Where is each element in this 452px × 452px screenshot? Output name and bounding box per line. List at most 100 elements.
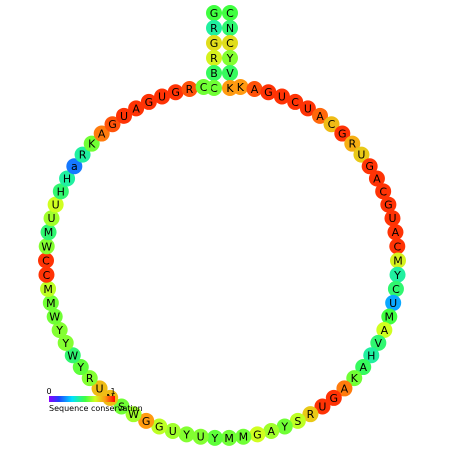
legend-colorbar (49, 396, 115, 402)
nucleotide-circle (323, 116, 340, 133)
nucleotide-letter: C (291, 96, 299, 109)
nucleotide-letter: U (96, 382, 104, 395)
nucleotide-letter: C (210, 82, 218, 95)
nucleotide-circle (57, 334, 74, 351)
nucleotide-letter: Y (211, 432, 219, 445)
nucleotide-circle (47, 196, 64, 213)
nucleotide-stem-5prime: B (206, 65, 222, 81)
nucleotide-circle (64, 347, 81, 364)
nucleotide-letter: N (226, 22, 234, 35)
nucleotide-letter: S (294, 415, 301, 428)
nucleotide-circle (195, 78, 212, 95)
nucleotide-loop: K (346, 370, 363, 387)
nucleotide-loop: U (273, 88, 290, 105)
nucleotide-loop: U (91, 380, 108, 397)
nucleotide-letter: G (171, 86, 180, 99)
nucleotide-circle (221, 429, 238, 446)
nucleotide-loop: Y (206, 429, 223, 446)
nucleotide-stem-5prime: G (206, 35, 222, 51)
nucleotide-circle (235, 428, 252, 445)
nucleotide-circle (93, 125, 110, 142)
nucleotide-circle (380, 196, 397, 213)
nucleotide-loop: Y (57, 334, 74, 351)
nucleotide-loop: G (260, 84, 277, 101)
nucleotide-letter: U (169, 425, 177, 438)
nucleotide-circle (72, 359, 89, 376)
nucleotide-letter: S (118, 401, 125, 414)
nucleotide-circle (232, 78, 249, 95)
nucleotide-letter: R (210, 52, 218, 65)
nucleotide-loop: U (47, 196, 64, 213)
nucleotide-circle (138, 412, 155, 429)
nucleotide-loop: A (93, 125, 110, 142)
nucleotide-circle (273, 88, 290, 105)
nucleotide-loop: C (287, 93, 304, 110)
nucleotide-circle (336, 380, 353, 397)
nucleotide-circle (222, 35, 238, 51)
nucleotide-loop: A (336, 380, 353, 397)
legend-min-label: 0 (46, 387, 51, 396)
nucleotide-circle (206, 35, 222, 51)
nucleotide-letter: A (359, 361, 367, 374)
nucleotide-loop: a (66, 158, 83, 175)
nucleotide-loop: W (46, 308, 63, 325)
nucleotide-circle (222, 20, 238, 36)
nucleotide-circle (314, 398, 331, 415)
nucleotide-letter: A (316, 110, 324, 123)
nucleotide-letter: M (224, 432, 234, 445)
nucleotide-letter: H (63, 173, 71, 186)
nucleotide-letter: M (44, 226, 54, 239)
nucleotide-circle (46, 308, 63, 325)
nucleotide-letter: G (253, 428, 262, 441)
nucleotide-circle (167, 84, 184, 101)
nucleotide-circle (385, 294, 402, 311)
nucleotide-letter: U (318, 401, 326, 414)
nucleotide-circle (287, 93, 304, 110)
nucleotide-circle (355, 359, 372, 376)
nucleotide-letter: A (392, 226, 400, 239)
nucleotide-loop: G (140, 93, 157, 110)
nucleotide-loop: A (263, 422, 280, 439)
nucleotide-letter: W (128, 408, 139, 421)
nucleotide-circle (42, 294, 59, 311)
nucleotide-letter: U (47, 212, 55, 225)
nucleotide-letter: C (200, 81, 208, 94)
nucleotide-loop: U (299, 100, 316, 117)
nucleotide-circle (325, 389, 342, 406)
nucleotide-circle (206, 50, 222, 66)
nucleotide-circle (38, 252, 55, 269)
nucleotide-stem-5prime: R (206, 50, 222, 66)
nucleotide-circle (91, 380, 108, 397)
nucleotide-letter: M (46, 297, 56, 310)
nucleotide-stem-3prime: C (222, 35, 238, 51)
nucleotide-loop: C (387, 280, 404, 297)
nucleotide-loop: A (387, 224, 404, 241)
nucleotide-loop: K (83, 135, 100, 152)
nucleotide-loop: G (138, 412, 155, 429)
nucleotide-circle (192, 428, 209, 445)
nucleotide-loop: Y (72, 359, 89, 376)
nucleotide-circle (344, 135, 361, 152)
nucleotide-loop: U (192, 428, 209, 445)
nucleotide-letter: R (86, 372, 94, 385)
nucleotide-circle (381, 308, 398, 325)
nucleotide-circle (346, 370, 363, 387)
nucleotide-circle (51, 321, 68, 338)
nucleotide-circle (389, 252, 406, 269)
nucleotide-circle (154, 88, 171, 105)
nucleotide-circle (164, 422, 181, 439)
backbone-bonds (45, 12, 399, 439)
nucleotide-circle (206, 5, 222, 21)
nucleotide-letter: C (328, 118, 336, 131)
nucleotide-loop: W (125, 406, 142, 423)
nucleotide-loop: R (81, 370, 98, 387)
nucleotide-circle (125, 406, 142, 423)
nucleotide-letter: Y (393, 269, 401, 282)
nucleotide-letter: G (264, 86, 273, 99)
nucleotide-letter: K (237, 81, 245, 94)
nucleotide-circle (260, 84, 277, 101)
nucleotide-letter: H (367, 349, 375, 362)
nucleotide-loop: G (249, 426, 266, 443)
